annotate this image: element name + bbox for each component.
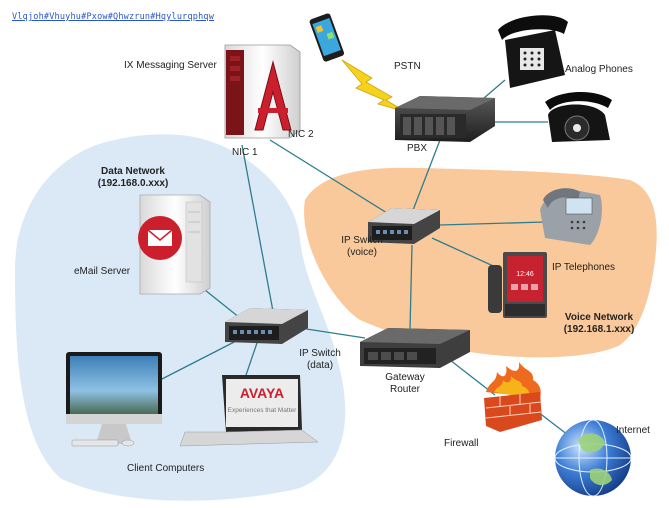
voice-network-title: Voice Network: [564, 312, 634, 323]
email-server-label: eMail Server: [74, 266, 131, 277]
client-computers-label: Client Computers: [127, 463, 205, 474]
firewall-label: Firewall: [444, 438, 479, 449]
pbx-label: PBX: [407, 143, 428, 154]
laptop-screen-brand: AVAYA: [240, 385, 284, 401]
internet-label: Internet: [616, 425, 650, 436]
ip-telephones-label: IP Telephones: [552, 262, 616, 273]
analog-phone-rotary-icon: [545, 91, 612, 142]
link-nic1-dataswitch: [241, 144, 276, 323]
pstn-label: PSTN: [394, 61, 421, 72]
network-links: [159, 79, 569, 436]
link-nic2-voiceswitch: [269, 139, 396, 219]
ip-switch-data-sublabel: (data): [306, 360, 334, 371]
nic2-label: NIC 2: [288, 129, 314, 140]
link-dataswitch-router: [299, 327, 366, 339]
nic1-label: NIC 1: [232, 147, 258, 158]
ip-switch-voice-icon: [368, 208, 440, 244]
gateway-router-label: Gateway: [385, 372, 425, 383]
ix-server-label: IX Messaging Server: [124, 60, 217, 71]
desktop-computer-icon: [66, 352, 162, 447]
data-network-subnet: (192.168.0.xxx): [97, 178, 169, 189]
laptop-screen-tagline: Experiences that Matter: [228, 407, 297, 414]
link-dataswitch-monitor: [159, 337, 243, 381]
analog-phone-desk-icon: [498, 15, 568, 88]
gateway-router-sublabel: Router: [389, 384, 420, 395]
data-network-title: Data Network: [101, 166, 165, 177]
firewall-icon: [484, 362, 542, 432]
voice-network-subnet: (192.168.1.xxx): [563, 324, 635, 335]
ip-telephone-desk-icon: [540, 188, 602, 245]
ix-messaging-server-icon: [224, 44, 301, 139]
ip-switch-data-label: IP Switch: [299, 348, 341, 359]
cellphone-icon: [309, 13, 345, 62]
pbx-icon: [395, 96, 495, 142]
header-link[interactable]: Vlqjoh#Vhuyhu#Pxow#Qhwzrun#Hqylurqphqw: [12, 12, 215, 22]
link-dataswitch-laptop: [244, 339, 259, 379]
ip-switch-voice-sublabel: (voice): [346, 247, 377, 258]
link-dataswitch-emailserver: [204, 289, 241, 319]
analog-phones-label: Analog Phones: [565, 64, 633, 75]
ip-telephone-touch-icon: 12:46: [488, 252, 547, 318]
link-voiceswitch-ipphone1: [439, 221, 546, 226]
email-server-icon: [138, 194, 211, 295]
ip-switch-voice-label: IP Switch: [341, 235, 383, 246]
link-pbx-voiceswitch: [409, 139, 441, 219]
phone-screen-time: 12:46: [516, 271, 534, 278]
link-voiceswitch-router: [409, 244, 413, 331]
ip-switch-data-icon: [225, 308, 308, 344]
internet-globe-icon: [554, 419, 632, 497]
link-voiceswitch-ipphone2: [431, 237, 503, 271]
laptop-computer-icon: AVAYA Experiences that Matter: [179, 375, 319, 447]
gateway-router-icon: [360, 328, 470, 368]
link-firewall-internet: [537, 411, 569, 436]
